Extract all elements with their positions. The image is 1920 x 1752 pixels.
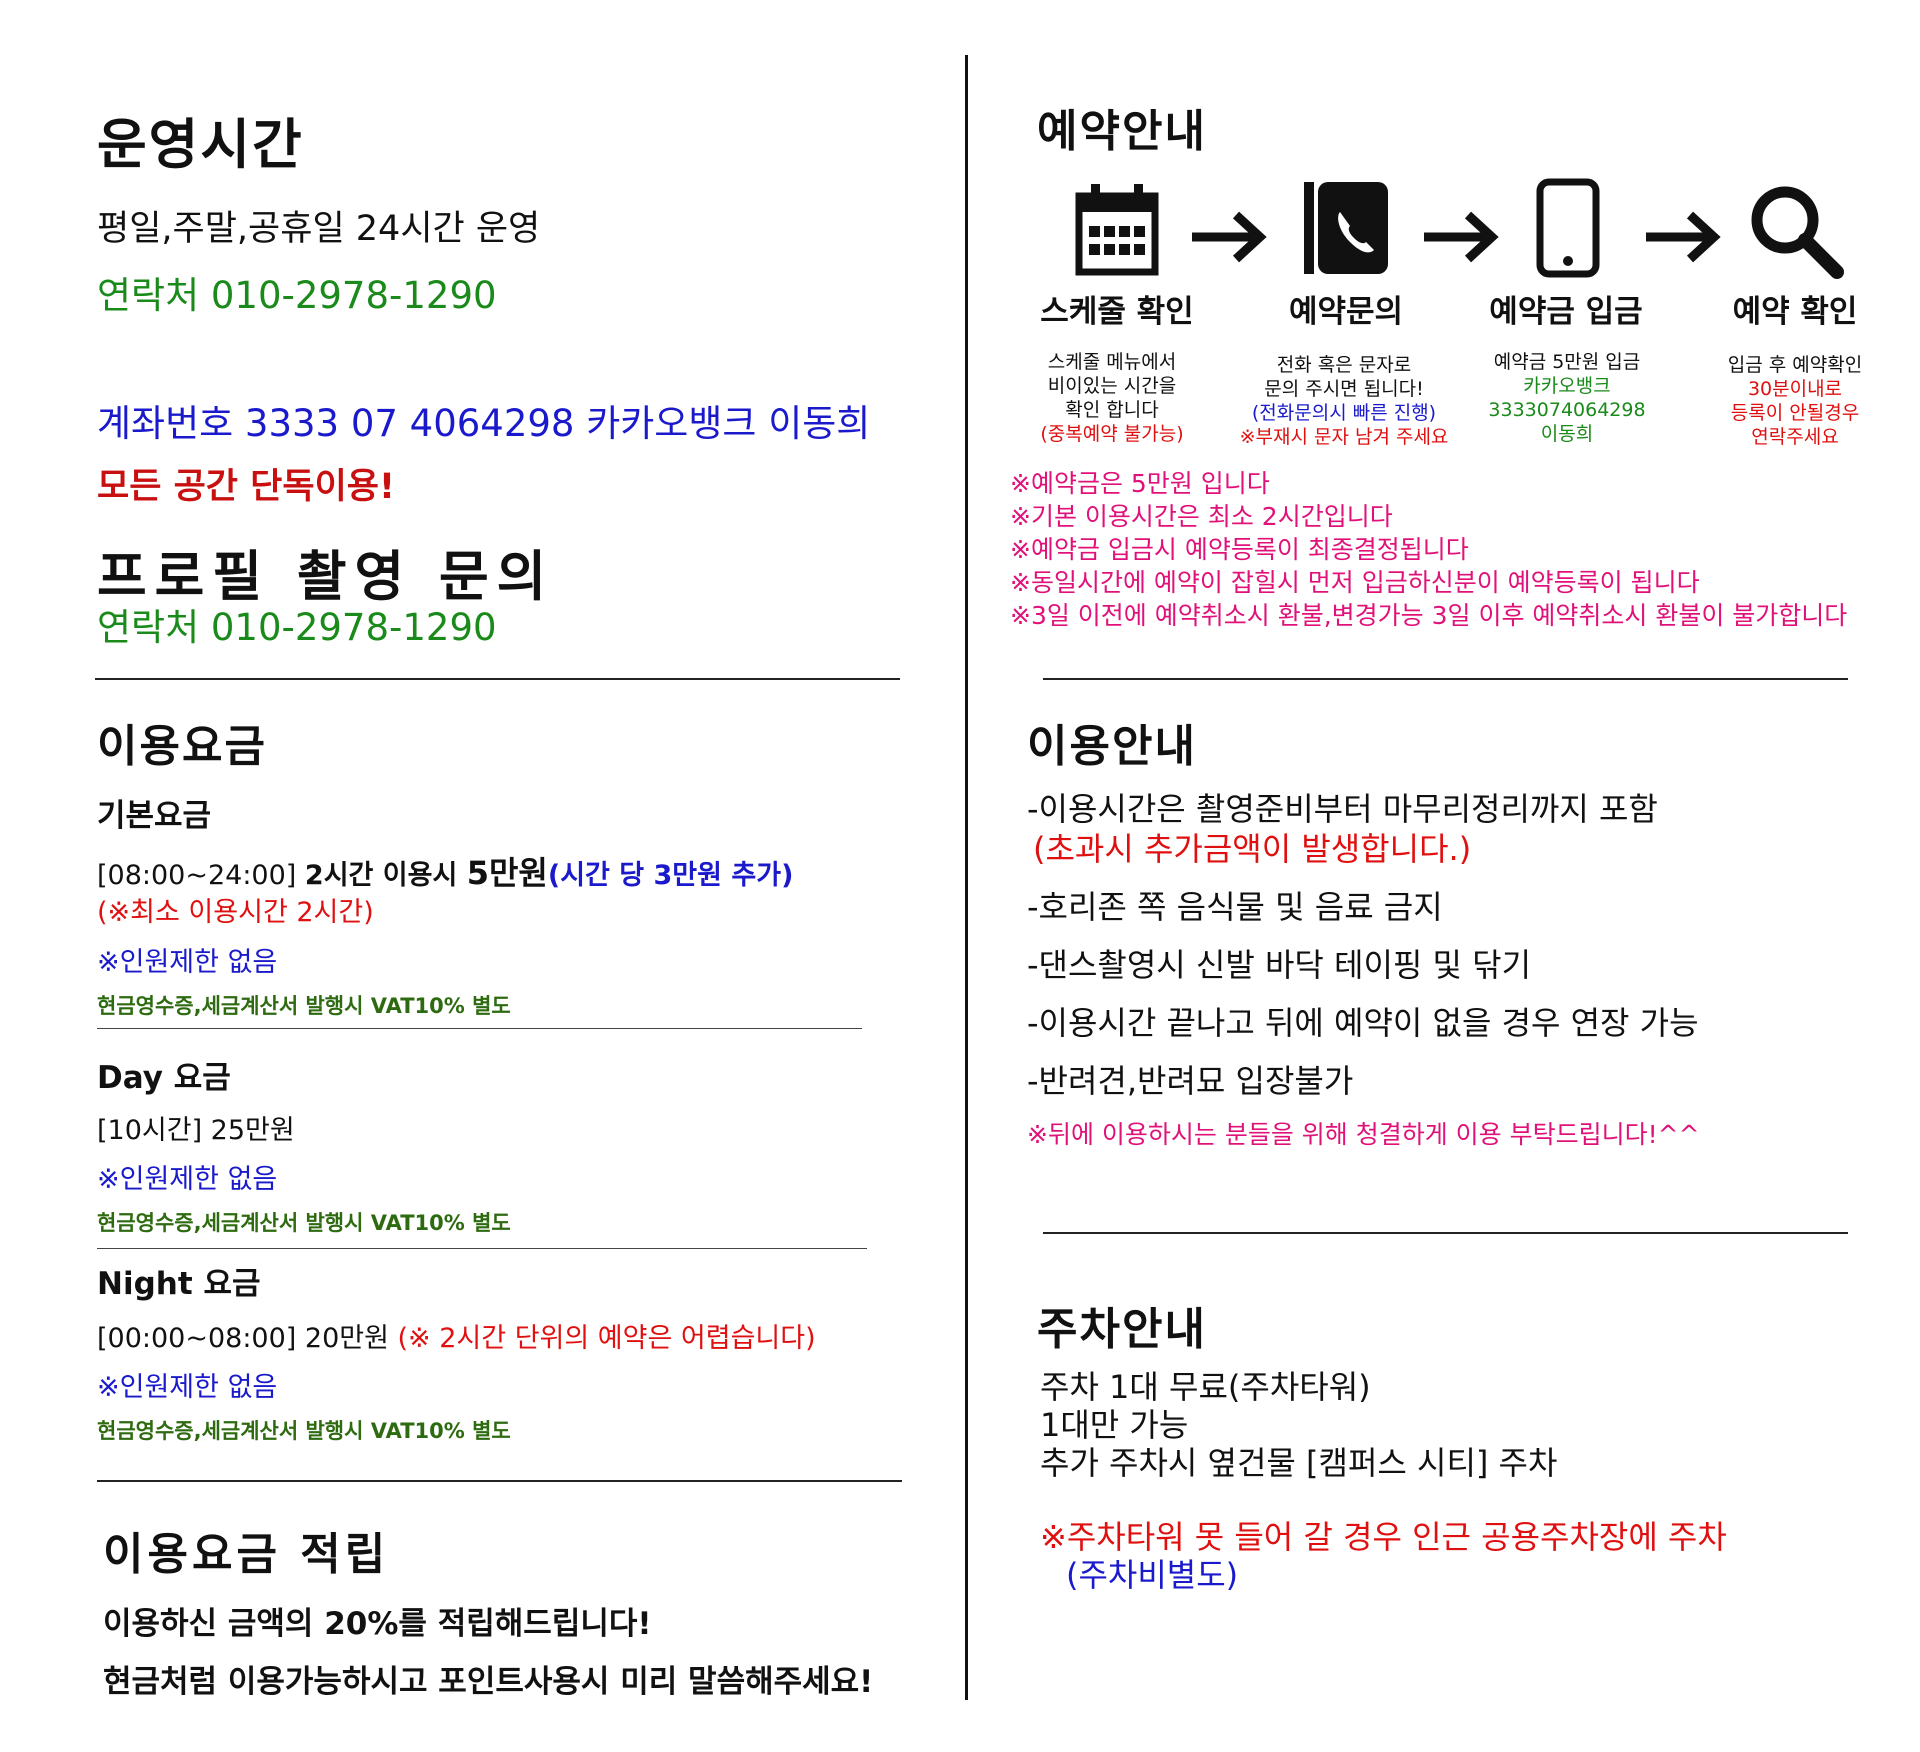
night-people: ※인원제한 없음 [97, 1372, 278, 1403]
step-desc-schedule: 스케줄 메뉴에서 비이있는 시간을 확인 합니다 (중복예약 불가능) [982, 350, 1242, 446]
phone-icon [1304, 182, 1388, 274]
step-label-inquiry: 예약문의 [1288, 294, 1404, 330]
usage-item-4: -이용시간 끝나고 뒤에 예약이 없을 경우 연장 가능 [1027, 1004, 1699, 1042]
arrow-right-icon [1424, 211, 1499, 263]
usage-note: ※뒤에 이용하시는 분들을 위해 청결하게 이용 부탁드립니다!^^ [1027, 1120, 1700, 1149]
arrow-right-icon [1646, 211, 1721, 263]
reservation-note: ※3일 이전에 예약취소시 환불,변경가능 3일 이후 예약취소시 환불이 불가… [1010, 601, 1848, 630]
arrow-right-icon [1192, 211, 1267, 263]
step-desc-line: 전화 혹은 문자로 [1276, 354, 1412, 376]
divider [97, 1480, 902, 1482]
parking-line-2: 1대만 가능 [1040, 1406, 1189, 1444]
day-fee-line: [10시간] 25만원 [97, 1115, 295, 1146]
parking-title: 주차안내 [1037, 1304, 1207, 1355]
step-desc-line: 스케줄 메뉴에서 [1047, 351, 1177, 373]
parking-note-2: (주차비별도) [1066, 1556, 1239, 1594]
points-title: 이용요금 적립 [103, 1529, 390, 1580]
reservation-note: ※동일시간에 예약이 잡힐시 먼저 입금하신분이 예약등록이 됩니다 [1010, 568, 1700, 597]
usage-title: 이용안내 [1027, 721, 1197, 772]
calendar-icon [1075, 184, 1159, 276]
reservation-note: ※예약금 입금시 예약등록이 최종결정됩니다 [1010, 535, 1469, 564]
night-fee-note: (※ 2시간 단위의 예약은 어렵습니다) [397, 1323, 816, 1354]
points-line2: 현금처럼 이용가능하시고 포인트사용시 미리 말씀해주세요! [103, 1664, 874, 1700]
usage-item-5: -반려견,반려묘 입장불가 [1027, 1062, 1354, 1100]
basic-people: ※인원제한 없음 [97, 947, 278, 978]
usage-item-3: -댄스촬영시 신발 바닥 테이핑 및 닦기 [1027, 946, 1532, 984]
hours-desc: 평일,주말,공휴일 24시간 운영 [97, 209, 541, 249]
basic-fee-time: [08:00~24:00] [97, 860, 305, 891]
smartphone-icon [1536, 178, 1600, 278]
night-fee-line: [00:00~08:00] 20만원 (※ 2시간 단위의 예약은 어렵습니다) [97, 1316, 816, 1355]
day-fee-title: Day 요금 [97, 1060, 231, 1096]
divider [95, 678, 900, 680]
step-desc-green: 3333074064298 [1488, 399, 1646, 421]
reservation-note: ※예약금은 5만원 입니다 [1010, 469, 1270, 498]
step-desc-green: 카카오뱅크 [1523, 375, 1611, 397]
profile-title: 프로필 촬영 문의 [97, 545, 555, 608]
basic-vat: 현금영수증,세금계산서 발행시 VAT10% 별도 [97, 994, 511, 1018]
night-fee-title: Night 요금 [97, 1266, 261, 1302]
account-number: 계좌번호 3333 07 4064298 카카오뱅크 이동희 [97, 402, 871, 445]
step-desc-line: 예약금 5만원 입금 [1493, 351, 1641, 373]
usage-item-1: -이용시간은 촬영준비부터 마무리정리까지 포함 [1027, 790, 1658, 828]
night-vat: 현금영수증,세금계산서 발행시 VAT10% 별도 [97, 1419, 511, 1443]
step-desc-note: ※부재시 문자 남겨 주세요 [1239, 426, 1449, 448]
step-label-confirm: 예약 확인 [1732, 294, 1858, 330]
hours-title: 운영시간 [97, 113, 304, 176]
parking-note: ※주차타워 못 들어 갈 경우 인근 공용주차장에 주차 [1040, 1518, 1727, 1556]
basic-min-note: (※최소 이용시간 2시간) [97, 897, 374, 928]
hours-contact: 연락처 010-2978-1290 [97, 274, 497, 317]
basic-fee-extra: (시간 당 3만원 추가) [547, 860, 794, 891]
profile-contact: 연락처 010-2978-1290 [97, 606, 497, 649]
step-desc-red: 30분이내로 [1747, 378, 1843, 400]
search-icon [1751, 186, 1844, 279]
step-desc-line: 문의 주시면 됩니다! [1264, 378, 1424, 400]
exclusive-use: 모든 공간 단독이용! [97, 467, 395, 507]
basic-fee-price: 5만원 [466, 854, 548, 892]
basic-fee-title: 기본요금 [97, 798, 212, 834]
step-desc-green: 이동희 [1540, 423, 1594, 445]
basic-fee-line: [08:00~24:00] 2시간 이용시 5만원(시간 당 3만원 추가) [97, 848, 793, 894]
step-desc-line: 비이있는 시간을 [1047, 375, 1177, 397]
divider [1043, 1232, 1848, 1234]
reservation-title: 예약안내 [1037, 106, 1207, 157]
usage-item-2: -호리존 쪽 음식물 및 음료 금지 [1027, 888, 1443, 926]
step-desc-note-blue: (전화문의시 빠른 진행) [1251, 402, 1437, 424]
fees-title: 이용요금 [97, 721, 267, 772]
divider [97, 1248, 867, 1249]
step-desc-red: 연락주세요 [1751, 426, 1839, 448]
step-label-schedule: 스케줄 확인 [1040, 294, 1194, 330]
step-desc-inquiry: 전화 혹은 문자로 문의 주시면 됩니다! (전화문의시 빠른 진행) ※부재시… [1214, 353, 1474, 449]
usage-item-1-note: (초과시 추가금액이 발생합니다.) [1033, 830, 1472, 868]
step-desc-line: 입금 후 예약확인 [1727, 354, 1863, 376]
reservation-note: ※기본 이용시간은 최소 2시간입니다 [1010, 502, 1393, 531]
night-fee-time: [00:00~08:00] 20만원 [97, 1323, 398, 1354]
column-divider [965, 55, 968, 1700]
divider [1043, 678, 1848, 680]
basic-fee-use: 2시간 이용시 [304, 860, 467, 891]
points-line1: 이용하신 금액의 20%를 적립해드립니다! [103, 1606, 652, 1642]
step-desc-deposit: 예약금 5만원 입금 카카오뱅크 3333074064298 이동희 [1437, 350, 1697, 446]
step-desc-line: 확인 합니다 [1065, 399, 1159, 421]
step-label-deposit: 예약금 입금 [1489, 294, 1643, 330]
parking-line-1: 주차 1대 무료(주차타워) [1040, 1368, 1371, 1406]
step-desc-confirm: 입금 후 예약확인 30분이내로 등록이 안될경우 연락주세요 [1665, 353, 1920, 449]
parking-line-3: 추가 주차시 옆건물 [캠퍼스 시티] 주차 [1040, 1444, 1558, 1482]
step-desc-red: 등록이 안될경우 [1730, 402, 1860, 424]
day-people: ※인원제한 없음 [97, 1164, 278, 1195]
day-vat: 현금영수증,세금계산서 발행시 VAT10% 별도 [97, 1211, 511, 1235]
step-desc-note: (중복예약 불가능) [1040, 423, 1184, 445]
divider [97, 1028, 862, 1029]
